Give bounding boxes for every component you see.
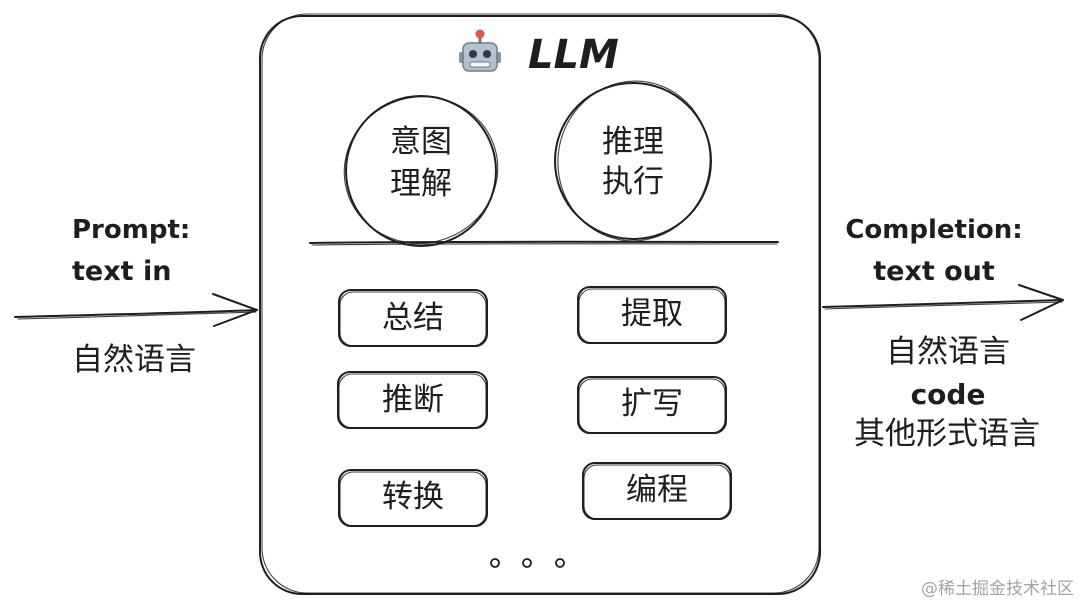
robot-icon bbox=[459, 29, 501, 72]
robot-eye-right bbox=[483, 50, 491, 58]
output-format-code: code bbox=[911, 378, 986, 411]
circle-label-line-1: 推理 bbox=[602, 124, 664, 160]
circle-outline bbox=[554, 82, 712, 240]
circle-sketch-line bbox=[557, 80, 711, 242]
output-arrow-sketch-line bbox=[824, 301, 1063, 310]
output-format-other: 其他形式语言 bbox=[854, 416, 1040, 452]
task-box-programming: 编程 bbox=[582, 462, 732, 520]
task-box-sketch-line bbox=[339, 291, 487, 347]
output-arrow-head bbox=[1018, 284, 1064, 321]
circle-label-line-2: 理解 bbox=[390, 166, 452, 202]
ellipsis-dot bbox=[522, 558, 532, 568]
watermark: @稀土掘金技术社区 bbox=[921, 579, 1074, 599]
task-box-sketch-line bbox=[339, 471, 487, 527]
input-arrow bbox=[14, 293, 258, 327]
task-label: 提取 bbox=[621, 296, 683, 332]
input-format: 自然语言 bbox=[72, 342, 196, 378]
task-box-sketch-line bbox=[583, 464, 731, 520]
input-arrow-shaft bbox=[14, 309, 258, 318]
output-arrow-shaft bbox=[822, 299, 1064, 308]
task-label: 总结 bbox=[382, 300, 444, 336]
task-label: 转换 bbox=[382, 479, 444, 515]
task-box-infer: 推断 bbox=[337, 371, 488, 429]
input-arrow-sketch-line bbox=[17, 311, 257, 320]
task-box-sketch-line bbox=[578, 378, 726, 434]
llm-title: LLM bbox=[459, 29, 619, 78]
task-box-expand: 扩写 bbox=[577, 376, 727, 434]
llm-box bbox=[259, 13, 821, 595]
divider-line bbox=[309, 240, 779, 244]
task-box-summarize: 总结 bbox=[338, 289, 488, 347]
robot-eye-left bbox=[469, 50, 477, 58]
task-box-sketch-line bbox=[338, 373, 487, 429]
circle-label-line-2: 执行 bbox=[602, 164, 664, 200]
input-label-line-2: text in bbox=[72, 256, 171, 287]
output-format-natural-language: 自然语言 bbox=[886, 334, 1010, 370]
task-label: 编程 bbox=[626, 472, 688, 508]
task-label: 扩写 bbox=[621, 386, 683, 422]
circle-outline bbox=[345, 95, 497, 247]
core-circle-intent: 意图 理解 bbox=[343, 95, 499, 247]
robot-mouth bbox=[469, 61, 491, 68]
llm-box-outline bbox=[259, 15, 821, 595]
task-box-sketch-line bbox=[578, 288, 726, 344]
task-box-transform: 转换 bbox=[338, 469, 488, 527]
output-arrow bbox=[822, 284, 1064, 321]
task-box-extract: 提取 bbox=[577, 286, 727, 344]
ellipsis-dot bbox=[490, 558, 500, 568]
task-label: 推断 bbox=[382, 382, 444, 418]
input-section: Prompt: text in 自然语言 bbox=[14, 215, 258, 378]
llm-box-sketch-line bbox=[261, 13, 820, 594]
input-label-line-1: Prompt: bbox=[72, 215, 190, 245]
output-section: Completion: text out 自然语言 code 其他形式语言 bbox=[822, 215, 1064, 452]
ellipsis-dot bbox=[555, 558, 565, 568]
circle-label-line-1: 意图 bbox=[390, 124, 452, 160]
more-indicator bbox=[490, 558, 565, 568]
circle-sketch-line bbox=[343, 96, 499, 244]
title-text: LLM bbox=[528, 32, 619, 78]
core-circle-reasoning: 推理 执行 bbox=[554, 80, 712, 242]
robot-antenna-ball bbox=[475, 29, 485, 39]
input-arrow-head bbox=[212, 293, 258, 327]
output-label-line-2: text out bbox=[873, 256, 995, 287]
divider bbox=[309, 240, 779, 246]
output-label-line-1: Completion: bbox=[845, 215, 1022, 245]
divider-sketch-line bbox=[311, 243, 778, 246]
